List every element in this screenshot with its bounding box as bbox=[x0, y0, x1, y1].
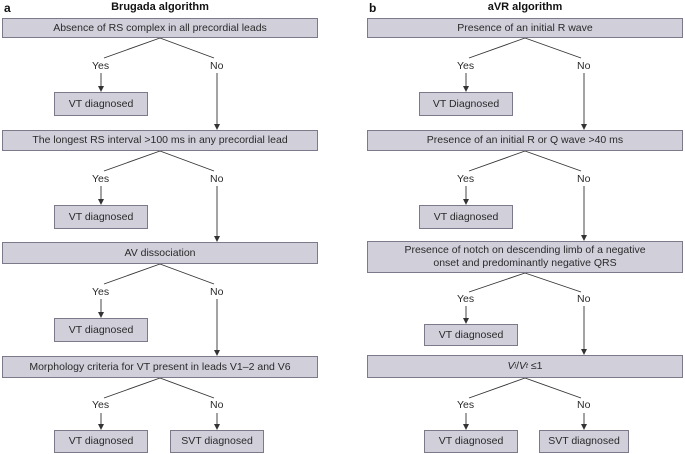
criterion-a-2: The longest RS interval >100 ms in any p… bbox=[2, 130, 318, 151]
vt-v: V bbox=[519, 360, 527, 372]
yes-label: Yes bbox=[92, 173, 110, 185]
outcome-b-3: VT diagnosed bbox=[424, 324, 518, 346]
criterion-b-2: Presence of an initial R or Q wave >40 m… bbox=[367, 130, 683, 151]
yes-label: Yes bbox=[92, 399, 110, 411]
no-label: No bbox=[577, 60, 591, 72]
yes-label: Yes bbox=[457, 173, 475, 185]
connector-a4-yes bbox=[103, 377, 161, 399]
no-label: No bbox=[210, 173, 224, 185]
outcome-b-svt: SVT diagnosed bbox=[539, 430, 629, 453]
panel-a-letter: a bbox=[4, 1, 11, 15]
no-label: No bbox=[577, 399, 591, 411]
outcome-a-2: VT diagnosed bbox=[54, 205, 148, 229]
criterion-a-4: Morphology criteria for VT present in le… bbox=[2, 356, 318, 378]
yes-label: Yes bbox=[457, 399, 475, 411]
outcome-b-1: VT Diagnosed bbox=[419, 92, 513, 116]
vi-vt-slash: / bbox=[516, 360, 519, 372]
panel-b-title: aVR algorithm bbox=[487, 1, 563, 13]
criterion-b-3: Presence of notch on descending limb of … bbox=[367, 241, 683, 273]
vi-sub: i bbox=[514, 363, 517, 370]
outcome-b-4: VT diagnosed bbox=[424, 430, 518, 453]
yes-label: Yes bbox=[457, 60, 475, 72]
yes-label: Yes bbox=[92, 60, 110, 72]
criterion-a-1: Absence of RS complex in all precordial … bbox=[2, 18, 318, 38]
yes-label: Yes bbox=[457, 293, 475, 305]
connector-a1-no bbox=[159, 37, 215, 59]
vi-v: V bbox=[507, 360, 515, 372]
connector-a3-yes bbox=[103, 263, 161, 285]
panel-a-title: Brugada algorithm bbox=[111, 1, 209, 13]
outcome-a-1: VT diagnosed bbox=[54, 92, 148, 116]
connector-a2-no bbox=[159, 150, 215, 172]
criterion-a-3: AV dissociation bbox=[2, 242, 318, 264]
outcome-a-4: VT diagnosed bbox=[54, 430, 148, 453]
yes-label: Yes bbox=[92, 286, 110, 298]
connector-a3-no bbox=[159, 263, 215, 285]
criterion-b-1: Presence of an initial R wave bbox=[367, 18, 683, 38]
vt-sub: t bbox=[526, 363, 528, 370]
no-label: No bbox=[210, 60, 224, 72]
outcome-a-3: VT diagnosed bbox=[54, 318, 148, 342]
no-label: No bbox=[210, 286, 224, 298]
no-label: No bbox=[210, 399, 224, 411]
vi-vt-threshold: ≤1 bbox=[527, 360, 543, 372]
panel-b-letter: b bbox=[369, 1, 377, 15]
no-label: No bbox=[577, 173, 591, 185]
outcome-a-svt: SVT diagnosed bbox=[170, 430, 264, 453]
connector-a4-no bbox=[159, 377, 215, 399]
no-label: No bbox=[577, 293, 591, 305]
connector-a1-yes bbox=[103, 37, 161, 59]
outcome-b-2: VT diagnosed bbox=[419, 205, 513, 229]
connector-a2-yes bbox=[103, 150, 161, 172]
